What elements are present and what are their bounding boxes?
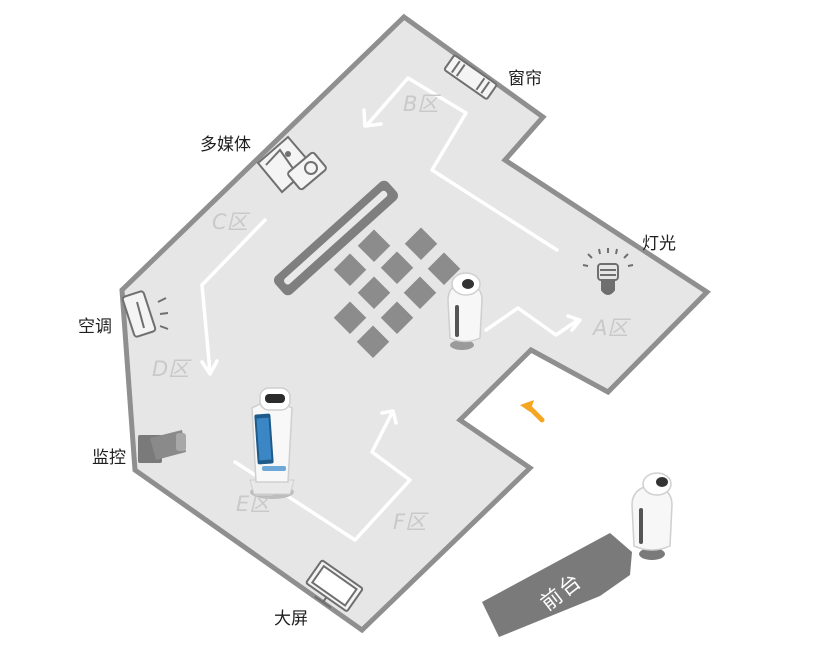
robot-icon (249, 387, 295, 499)
zone-c: C区 (212, 210, 248, 234)
label-screen: 大屏 (274, 609, 308, 629)
zone-d: D区 (152, 357, 190, 381)
zone-a: A区 (593, 316, 629, 340)
path-arrowheads (200, 108, 582, 425)
entrance-arrow-icon (520, 400, 545, 423)
label-aircon: 空调 (78, 317, 112, 337)
label-curtain: 窗帘 (508, 69, 542, 89)
cctv-camera-icon (138, 430, 186, 463)
zone-b: B区 (403, 92, 439, 116)
monitor-screen-icon (305, 559, 364, 612)
zone-e: E区 (236, 492, 271, 516)
tile-grid (333, 227, 461, 358)
label-lighting: 灯光 (642, 234, 676, 254)
robot-icon (631, 472, 673, 560)
tour-path (200, 76, 580, 542)
label-monitor: 监控 (92, 448, 126, 468)
label-multimedia: 多媒体 (200, 135, 251, 155)
projector-icon (256, 135, 327, 194)
lightbulb-icon (582, 248, 634, 295)
display-bar (273, 180, 399, 296)
zone-f: F区 (393, 510, 427, 534)
robot-icon (447, 272, 483, 350)
curtain-icon (443, 54, 498, 100)
front-desk (482, 533, 632, 637)
air-conditioner-icon (121, 290, 169, 338)
